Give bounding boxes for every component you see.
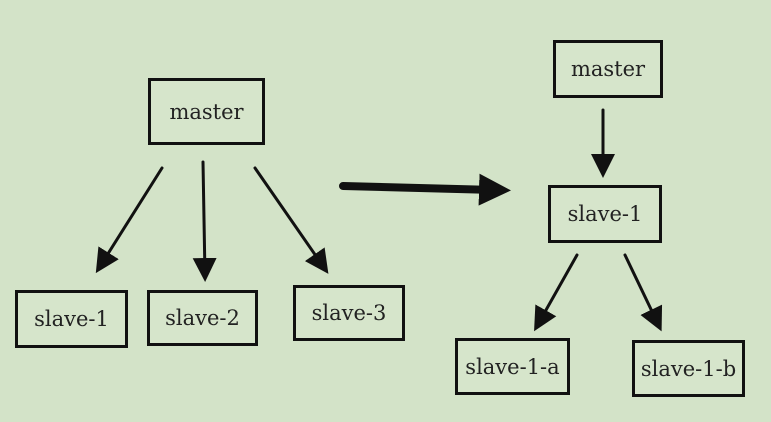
node-slave-1-b: slave-1-b — [632, 340, 745, 397]
node-master-left: master — [148, 78, 265, 145]
arrow-slave-1-to-slave-1-b — [623, 253, 663, 332]
arrow-master-to-slave-3 — [253, 166, 329, 274]
arrow-master-to-slave-2 — [192, 160, 217, 282]
node-slave-1-a: slave-1-a — [455, 338, 570, 395]
node-master-right: master — [553, 40, 663, 98]
node-slave-1-right: slave-1 — [548, 185, 662, 243]
node-slave-2: slave-2 — [147, 290, 258, 346]
arrow-master-to-slave-1 — [95, 166, 164, 274]
arrow-slave-1-to-slave-1-a — [534, 253, 579, 332]
node-slave-1-left: slave-1 — [15, 290, 128, 348]
node-slave-3: slave-3 — [293, 285, 405, 341]
transform-arrow — [339, 173, 511, 206]
